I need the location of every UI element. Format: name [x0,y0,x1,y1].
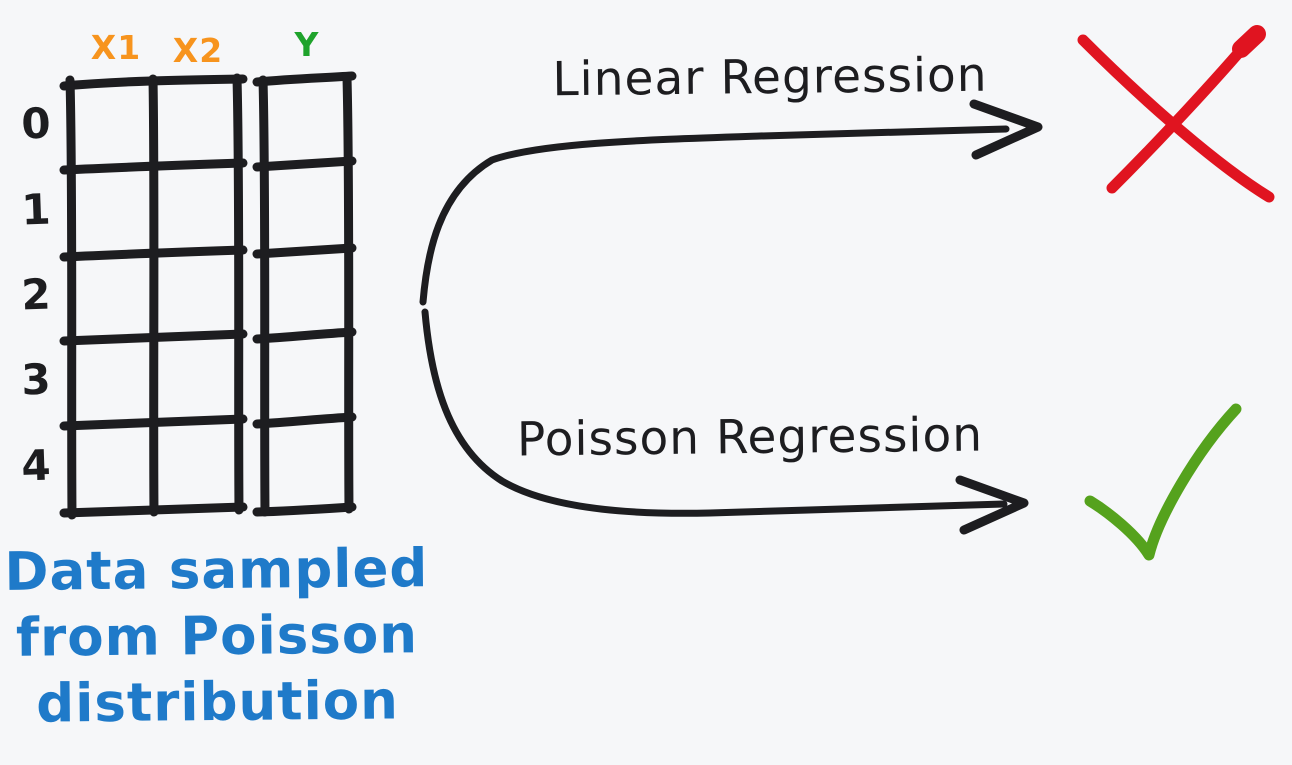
poisson-regression-arrow [421,308,1029,535]
caption-line-1: Data sampled [4,538,429,603]
row-label-3: 3 [20,354,52,405]
row-label-2: 2 [20,269,52,320]
green-check-icon [1084,403,1242,561]
poisson-regression-label: Poisson Regression [516,407,984,468]
column-header-x2: X2 [172,31,224,70]
caption: Data sampled from Poisson distribution [0,536,435,738]
linear-regression-label: Linear Regression [552,47,988,108]
row-label-4: 4 [20,440,52,491]
y-grid [252,71,357,517]
linear-regression-arrow [419,99,1043,306]
caption-line-3: distribution [35,670,400,735]
red-x-icon [1077,25,1275,203]
row-label-0: 0 [20,98,52,149]
caption-line-2: from Poisson [15,604,419,669]
column-header-x1: X1 [90,28,142,67]
column-header-y: Y [294,25,320,64]
x1-x2-grid [59,73,248,520]
row-label-1: 1 [20,184,52,235]
